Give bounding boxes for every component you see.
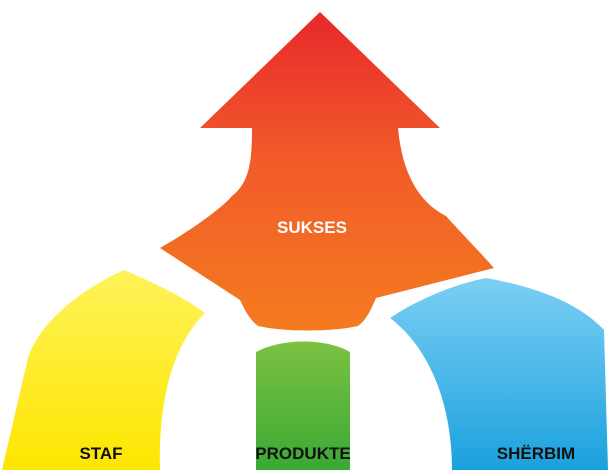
sherbim-pillar xyxy=(390,278,608,470)
staf-pillar xyxy=(2,270,205,470)
produkte-pillar xyxy=(256,341,350,470)
sherbim-label: SHËRBIM xyxy=(497,444,575,463)
produkte-label: PRODUKTE xyxy=(255,444,350,463)
staf-label: STAF xyxy=(79,444,122,463)
success-arrow xyxy=(160,12,494,331)
sukses-label: SUKSES xyxy=(277,218,347,237)
